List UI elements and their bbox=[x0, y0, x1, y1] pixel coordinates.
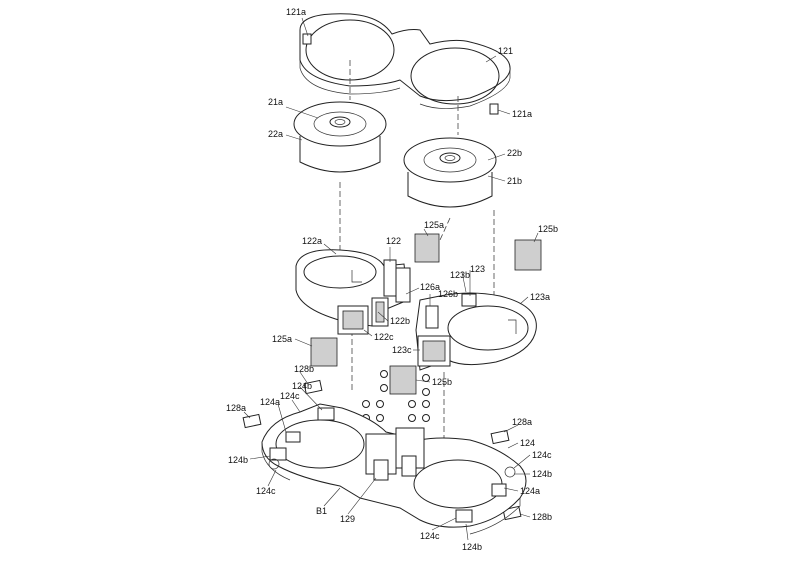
holder-123 bbox=[415, 292, 537, 371]
label-123b-top: 123b bbox=[450, 270, 470, 280]
base-bracket-124 bbox=[261, 403, 527, 535]
lens-22a bbox=[293, 101, 387, 173]
label-125a-mid: 125a bbox=[272, 334, 292, 344]
label-129: 129 bbox=[340, 514, 355, 524]
label-124: 124 bbox=[520, 438, 535, 448]
label-124b-left: 124b bbox=[228, 455, 248, 465]
holder-122 bbox=[295, 249, 411, 335]
label-128b-right: 128b bbox=[532, 512, 552, 522]
label-128a-right: 128a bbox=[512, 417, 532, 427]
label-B1: B1 bbox=[316, 506, 327, 516]
label-123: 123 bbox=[470, 264, 485, 274]
label-121a-top: 121a bbox=[286, 7, 306, 17]
label-122c: 122c bbox=[374, 332, 394, 342]
label-122a: 122a bbox=[302, 236, 322, 246]
frame-121 bbox=[299, 13, 511, 115]
lens-22b bbox=[403, 137, 497, 208]
label-124b-a: 124b bbox=[292, 381, 312, 391]
label-124c-a: 124c bbox=[280, 391, 300, 401]
sensor-125b-mid bbox=[389, 365, 417, 395]
label-124b-right: 124b bbox=[532, 469, 552, 479]
label-124b-bottom: 124b bbox=[462, 542, 482, 552]
pad-128a-left bbox=[242, 413, 262, 429]
label-123c: 123c bbox=[392, 345, 412, 355]
label-128a-left: 128a bbox=[226, 403, 246, 413]
label-124a-right: 124a bbox=[520, 486, 540, 496]
label-124a-left: 124a bbox=[260, 397, 280, 407]
sensor-125b-top bbox=[514, 239, 542, 271]
label-21b: 21b bbox=[507, 176, 522, 186]
pad-128a-right bbox=[490, 429, 510, 445]
label-124c-left: 124c bbox=[256, 486, 276, 496]
label-125b-top: 125b bbox=[538, 224, 558, 234]
label-122: 122 bbox=[386, 236, 401, 246]
reference-labels: 121a 121 121a 21a 22a 22b 21b 122a 122 1… bbox=[226, 7, 558, 552]
label-126a: 126a bbox=[420, 282, 440, 292]
leader-lines bbox=[243, 17, 539, 541]
sensor-125a-top bbox=[414, 233, 440, 263]
label-22b: 22b bbox=[507, 148, 522, 158]
label-124c-right: 124c bbox=[532, 450, 552, 460]
label-21a: 21a bbox=[268, 97, 283, 107]
label-123a: 123a bbox=[530, 292, 550, 302]
pad-128b-top bbox=[303, 379, 323, 395]
label-121: 121 bbox=[498, 46, 513, 56]
label-126b: 126b bbox=[438, 289, 458, 299]
label-125a-top: 125a bbox=[424, 220, 444, 230]
label-124c-bottom: 124c bbox=[420, 531, 440, 541]
label-125b-mid: 125b bbox=[432, 377, 452, 387]
sensor-125a-mid bbox=[310, 337, 338, 367]
label-128b-top: 128b bbox=[294, 364, 314, 374]
label-122b: 122b bbox=[390, 316, 410, 326]
label-121a-right: 121a bbox=[512, 109, 532, 119]
label-22a: 22a bbox=[268, 129, 283, 139]
